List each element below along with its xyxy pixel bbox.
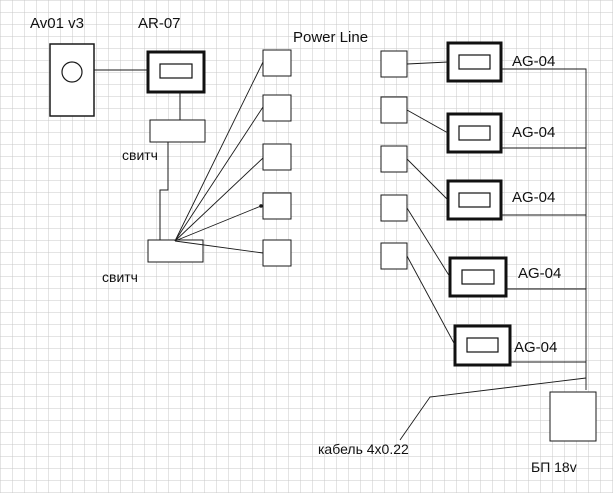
power-line-adapter-right-1 [380, 50, 408, 78]
psu-label: БП 18v [531, 459, 577, 475]
av01-panel [49, 43, 95, 117]
power-line-adapter-left-1 [262, 49, 292, 77]
cable-bus [399, 68, 587, 441]
power-line-adapter-left-4 [262, 192, 292, 220]
ag04-device-2 [446, 112, 503, 154]
ag04-label-4: AG-04 [518, 265, 561, 282]
power-line-adapter-left-5 [262, 239, 292, 267]
av01-label: Av01 v3 [30, 15, 84, 32]
ag04-label-5: AG-04 [514, 339, 557, 356]
switch-2-label: свитч [102, 269, 138, 285]
ag04-device-4 [448, 256, 508, 298]
switch-1-label: свитч [122, 147, 158, 163]
switch2-fan-wires [174, 61, 264, 254]
power-line-adapter-right-3 [380, 145, 408, 173]
switch-1 [149, 119, 206, 143]
junction-dot [259, 204, 263, 208]
power-line-adapter-right-4 [380, 194, 408, 222]
power-supply-box [549, 391, 597, 442]
cable-label: кабель 4x0.22 [318, 441, 409, 457]
power-line-adapter-right-5 [380, 242, 408, 270]
ag04-device-3 [446, 179, 503, 221]
power-line-label: Power Line [293, 29, 368, 46]
ag04-device-1 [446, 41, 503, 83]
switch1-switch2-wire [159, 142, 169, 240]
power-line-adapter-right-2 [380, 96, 408, 124]
power-line-adapter-left-3 [262, 143, 292, 171]
power-line-adapter-left-2 [262, 94, 292, 122]
ar07-label: AR-07 [138, 15, 181, 32]
adapter-ag04-wires [406, 61, 456, 346]
ag04-label-3: AG-04 [512, 189, 555, 206]
ag04-device-5 [453, 324, 512, 367]
camera-icon [61, 61, 83, 83]
ag04-label-1: AG-04 [512, 53, 555, 70]
ar07-device [146, 50, 206, 94]
ag04-label-2: AG-04 [512, 124, 555, 141]
